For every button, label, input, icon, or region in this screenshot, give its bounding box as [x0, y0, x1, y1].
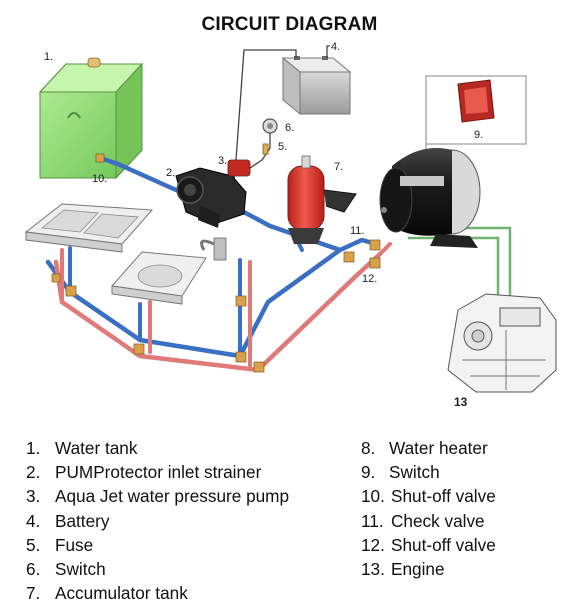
engine [447, 293, 557, 393]
callout-3: 3. [218, 155, 227, 167]
legend-item: 12.Shut-off valve [361, 534, 496, 555]
battery [281, 56, 352, 116]
legend-item: 5.Fuse [26, 534, 94, 555]
legend-item: 2.PUMProtector inlet strainer [26, 462, 262, 483]
legend-left-column: 1.Water tank 2.PUMProtector inlet strain… [26, 436, 289, 605]
check-valve-11 [343, 251, 355, 263]
callout-6: 6. [285, 122, 294, 134]
legend-item: 1.Water tank [26, 438, 138, 458]
water-pressure-pump [175, 159, 251, 228]
callout-10: 10. [92, 173, 107, 185]
check-valve-11b [369, 239, 381, 251]
callout-8: 8. [395, 161, 404, 173]
diagram-title: CIRCUIT DIAGRAM [201, 14, 378, 35]
callout-11: 11. [350, 225, 364, 237]
callout-5: 5. [278, 141, 287, 153]
pipe-fittings [51, 153, 381, 373]
callout-9: 9. [474, 129, 483, 141]
legend-item: 7.Accumulator tank [26, 583, 188, 604]
legend-item: 3.Aqua Jet water pressure pump [26, 486, 290, 507]
faucet [200, 237, 227, 261]
legend-right-column: 8.Water heater 9.Switch 10.Shut-off valv… [361, 436, 496, 581]
callout-1: 1. [44, 51, 53, 63]
cold-water-pipes [45, 155, 379, 359]
hot-water-pipes [53, 242, 392, 373]
shut-off-valve-12 [369, 257, 381, 269]
single-sink [111, 251, 207, 305]
legend-item: 9.Switch [361, 462, 440, 483]
diagram-illustration: 1. 2. 3. 4. 5. 6. 7. 8. 9. 10. 11. 12. 1… [24, 41, 557, 409]
callout-12: 12. [362, 273, 377, 285]
fuse [262, 143, 269, 155]
shut-off-valve-10 [95, 153, 105, 163]
accumulator-tank [287, 155, 357, 244]
water-tank [38, 57, 144, 180]
callout-7: 7. [334, 161, 343, 173]
toggle-switch [262, 118, 278, 134]
water-heater [379, 148, 481, 248]
legend-item: 6.Switch [26, 558, 106, 579]
callout-labels: 1. 2. 3. 4. 5. 6. 7. 8. 9. 10. 11. 12. 1… [44, 41, 483, 409]
legend-item: 11.Check valve [361, 510, 485, 531]
callout-13: 13 [454, 395, 468, 409]
legend-item: 8.Water heater [361, 438, 488, 458]
legend-item: 10.Shut-off valve [361, 486, 496, 507]
callout-2: 2. [166, 167, 175, 179]
legend-item: 4.Battery [26, 510, 110, 531]
callout-4: 4. [331, 41, 340, 53]
double-sink [24, 203, 154, 253]
legend-item: 13.Engine [361, 558, 445, 579]
